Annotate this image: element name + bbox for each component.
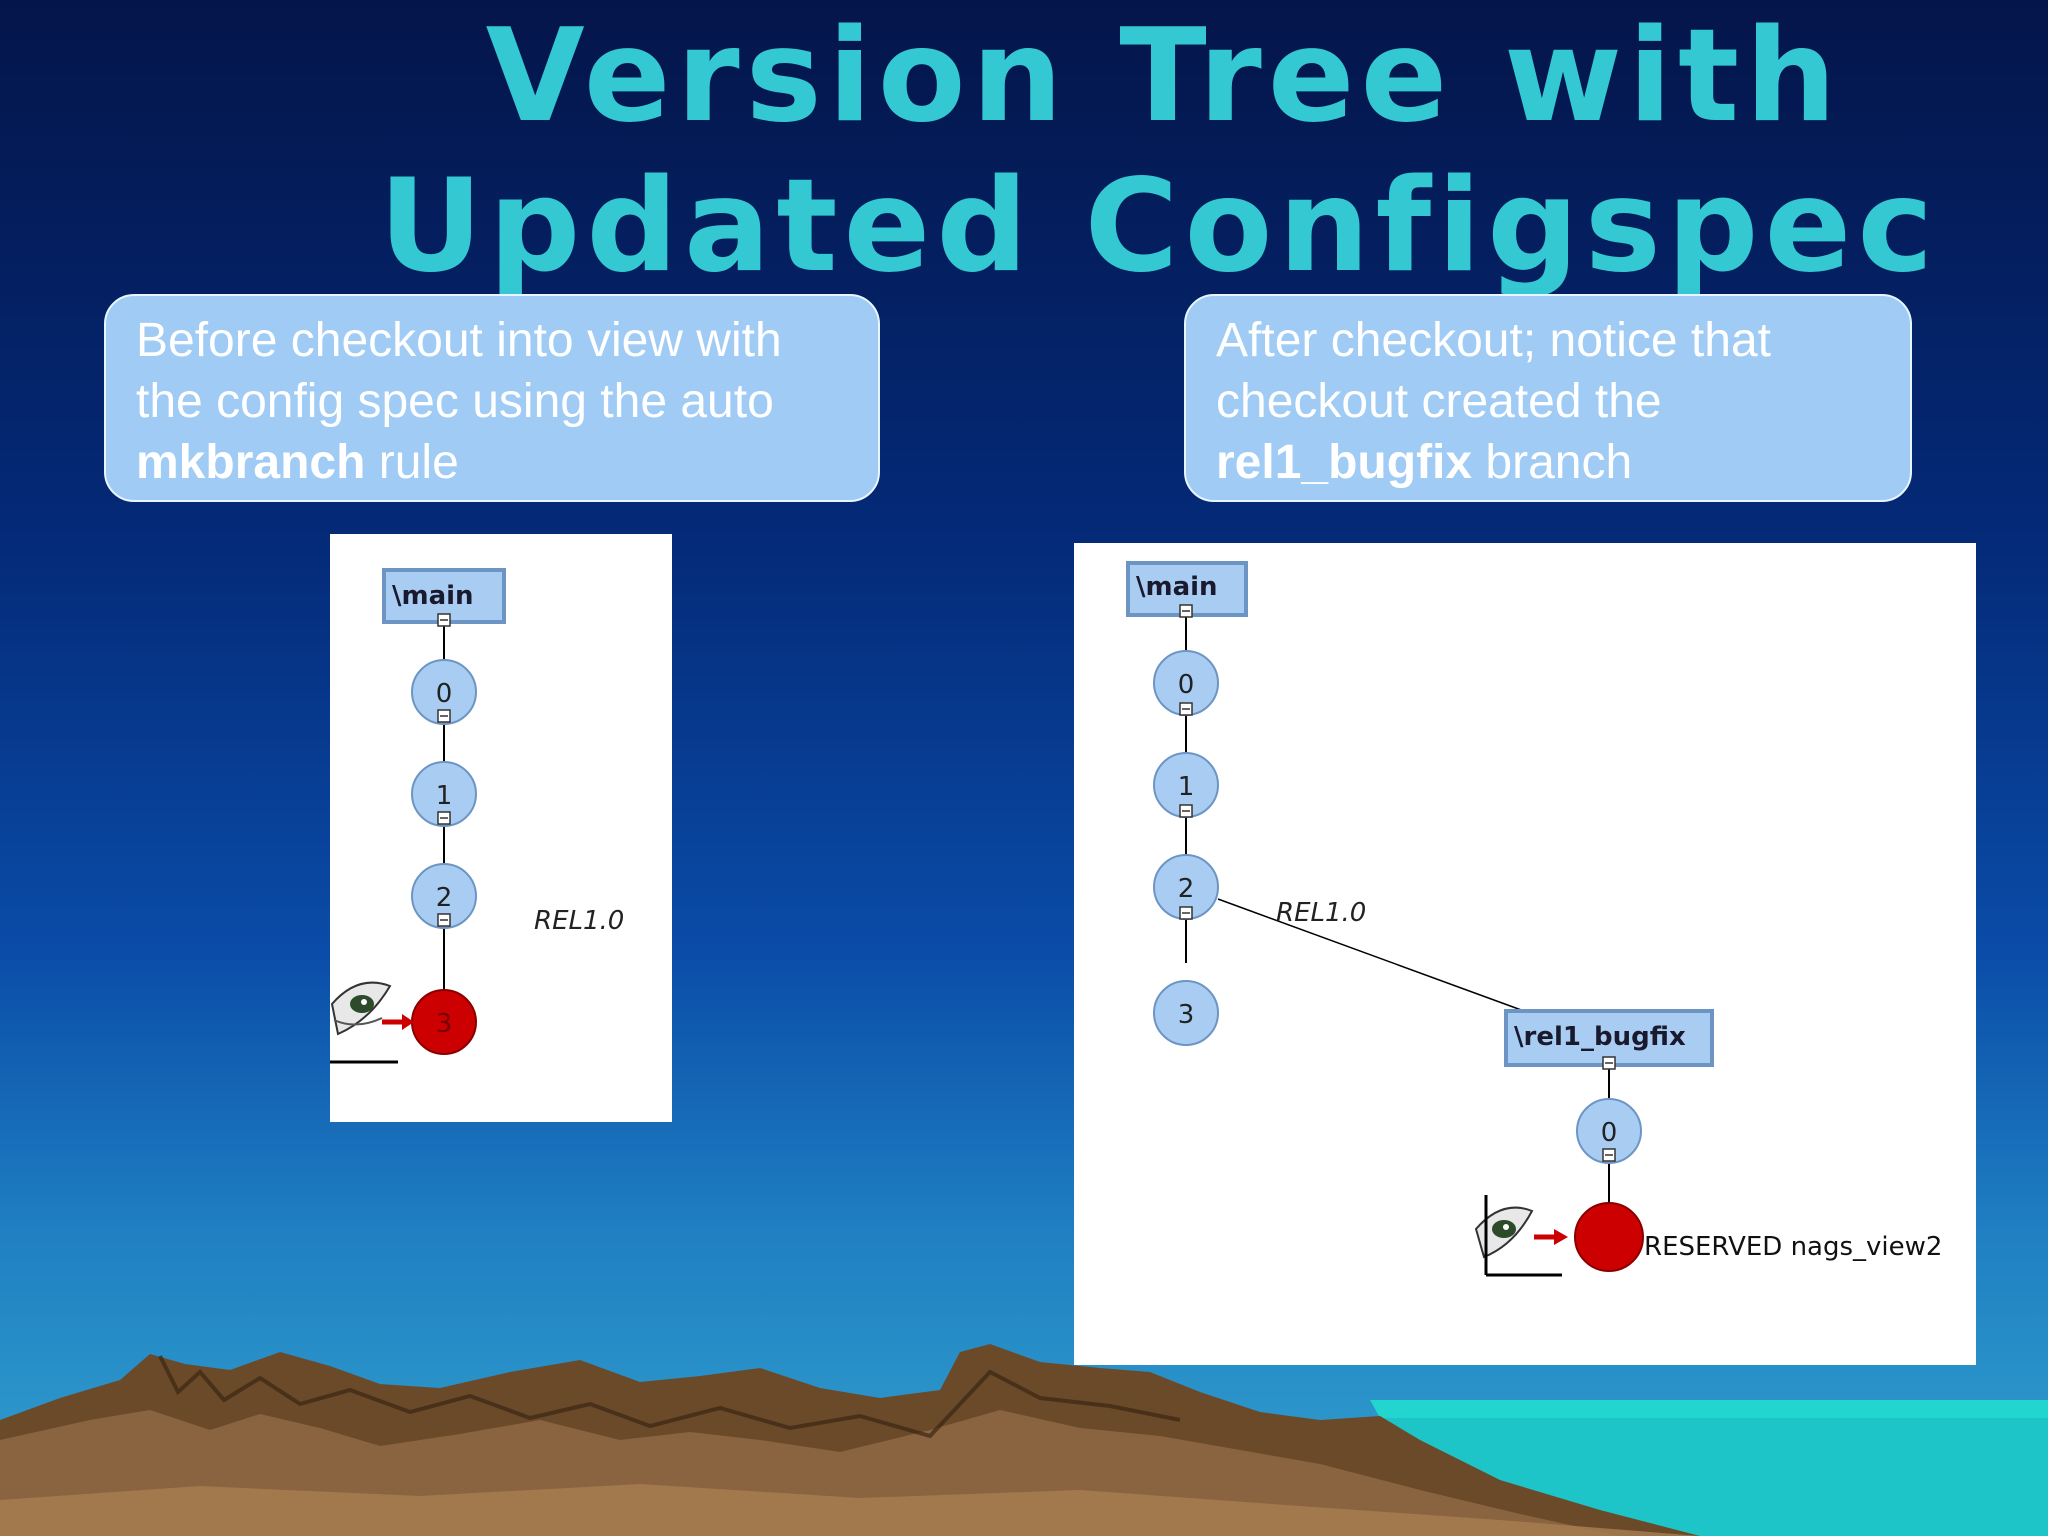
branch-main[interactable]: \main	[382, 568, 506, 627]
version-number: 1	[1178, 772, 1195, 802]
current-version-arrow-icon	[382, 1014, 414, 1030]
callout-text: rule	[365, 436, 459, 489]
branch-label: \main	[392, 581, 474, 611]
sea-band	[1380, 1400, 2048, 1536]
mountain-ridge	[0, 1344, 1700, 1536]
version-number: 2	[1178, 874, 1195, 904]
version-number: 1	[436, 781, 453, 811]
callout-text: Before checkout into view with the confi…	[136, 314, 782, 428]
checkout-status: RESERVED nags_view2	[1644, 1232, 1942, 1262]
version-node-checkout[interactable]: 3	[411, 989, 477, 1055]
title-line-1: Version Tree with	[485, 2, 1843, 151]
callout-text: After checkout; notice that checkout cre…	[1216, 314, 1771, 428]
version-node[interactable]: 0	[1576, 1098, 1642, 1164]
version-number: 0	[1178, 670, 1195, 700]
version-node[interactable]: 1	[1153, 752, 1219, 818]
before-checkout-callout: Before checkout into view with the confi…	[104, 294, 880, 502]
branch-label: \rel1_bugfix	[1514, 1022, 1686, 1052]
view-eye-icon	[1474, 1195, 1562, 1277]
after-version-tree: \main 0 1 2 REL1.0 3	[1126, 561, 1942, 1277]
version-node[interactable]: 2	[1153, 854, 1219, 920]
branch-edge	[1217, 898, 1525, 1012]
callout-bold-term: rel1_bugfix	[1216, 436, 1473, 489]
branch-rel1-bugfix[interactable]: \rel1_bugfix	[1504, 1009, 1714, 1070]
checked-out-version-node[interactable]	[1574, 1202, 1644, 1272]
version-node[interactable]: 3	[1153, 980, 1219, 1046]
branch-label: \main	[1136, 572, 1218, 602]
version-node[interactable]: 0	[1153, 650, 1219, 716]
version-label-rel1: REL1.0	[534, 906, 624, 936]
version-node[interactable]: 1	[411, 761, 477, 827]
before-version-tree-panel: \main 0 1 2 REL1.0 3	[330, 534, 672, 1122]
branch-main[interactable]: \main	[1126, 561, 1248, 618]
after-version-tree-panel: \main 0 1 2 REL1.0 3	[1074, 543, 1976, 1365]
version-node[interactable]: 0	[411, 659, 477, 725]
version-number: 0	[1601, 1118, 1618, 1148]
version-number: 3	[1178, 1000, 1195, 1030]
callout-bold-term: mkbranch	[136, 436, 366, 489]
after-checkout-callout: After checkout; notice that checkout cre…	[1184, 294, 1912, 502]
version-number: 0	[436, 679, 453, 709]
version-label-rel1: REL1.0	[1276, 898, 1366, 928]
before-version-tree: \main 0 1 2 REL1.0 3	[330, 568, 624, 1064]
slide-title: Version Tree with Updated Configspec	[0, 2, 2048, 302]
version-node[interactable]: 2	[411, 863, 477, 929]
mountain-foreground	[0, 1410, 1620, 1536]
title-line-2: Updated Configspec	[378, 152, 1940, 301]
version-number: 2	[436, 883, 453, 913]
callout-text: branch	[1472, 436, 1633, 489]
current-version-arrow-icon	[1534, 1229, 1568, 1245]
version-number: 3	[436, 1009, 453, 1039]
view-eye-icon	[330, 981, 398, 1064]
